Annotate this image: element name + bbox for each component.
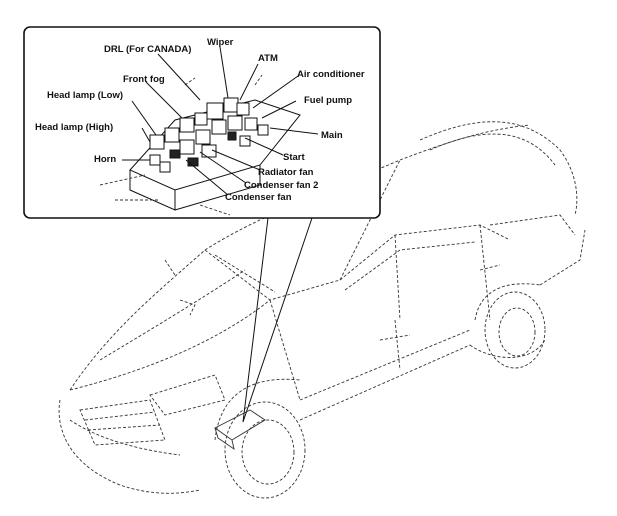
callout-pointer — [242, 217, 313, 423]
label-horn: Horn — [94, 154, 116, 165]
label-atm: ATM — [258, 53, 278, 64]
relay-box-location-marker — [214, 409, 266, 451]
leader-lines — [122, 46, 319, 196]
label-air-conditioner: Air conditioner — [297, 69, 365, 80]
label-condenser-fan-2: Condenser fan 2 — [244, 180, 318, 191]
label-main: Main — [321, 130, 343, 141]
label-condenser-fan: Condenser fan — [225, 192, 292, 203]
label-start: Start — [283, 152, 305, 163]
label-head-lamp-high: Head lamp (High) — [35, 122, 113, 133]
label-radiator-fan: Radiator fan — [258, 167, 314, 178]
label-head-lamp-low: Head lamp (Low) — [47, 90, 123, 101]
label-front-fog: Front fog — [123, 74, 165, 85]
label-drl: DRL (For CANADA) — [104, 44, 191, 55]
label-fuel-pump: Fuel pump — [304, 95, 352, 106]
relay-box-drawing — [99, 74, 301, 216]
component-labels: DRL (For CANADA) Wiper ATM Air condition… — [35, 37, 365, 203]
car-outline — [58, 121, 586, 499]
label-wiper: Wiper — [207, 37, 234, 48]
